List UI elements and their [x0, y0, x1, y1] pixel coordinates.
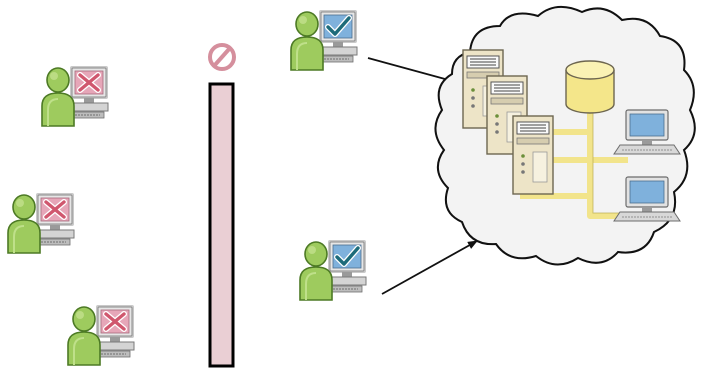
denied-user-3 — [67, 304, 135, 366]
network-lines — [520, 100, 628, 219]
server-3 — [512, 115, 554, 195]
x-mark-icon — [43, 199, 67, 220]
check-mark-icon — [325, 15, 352, 37]
denied-user-1 — [41, 65, 109, 127]
denied-user-2 — [7, 192, 75, 254]
allowed-user-1 — [290, 9, 358, 71]
database-icon — [565, 60, 615, 114]
network-cloud — [434, 5, 696, 266]
access-barrier — [208, 43, 236, 368]
x-mark-icon — [103, 311, 127, 332]
connection-arrow-1 — [367, 57, 457, 84]
check-mark-icon — [334, 245, 361, 267]
barrier-wall — [208, 82, 235, 368]
connection-arrow-2 — [381, 240, 478, 295]
prohibited-icon — [208, 43, 236, 71]
x-mark-icon — [77, 72, 101, 93]
allowed-user-2 — [299, 239, 367, 301]
